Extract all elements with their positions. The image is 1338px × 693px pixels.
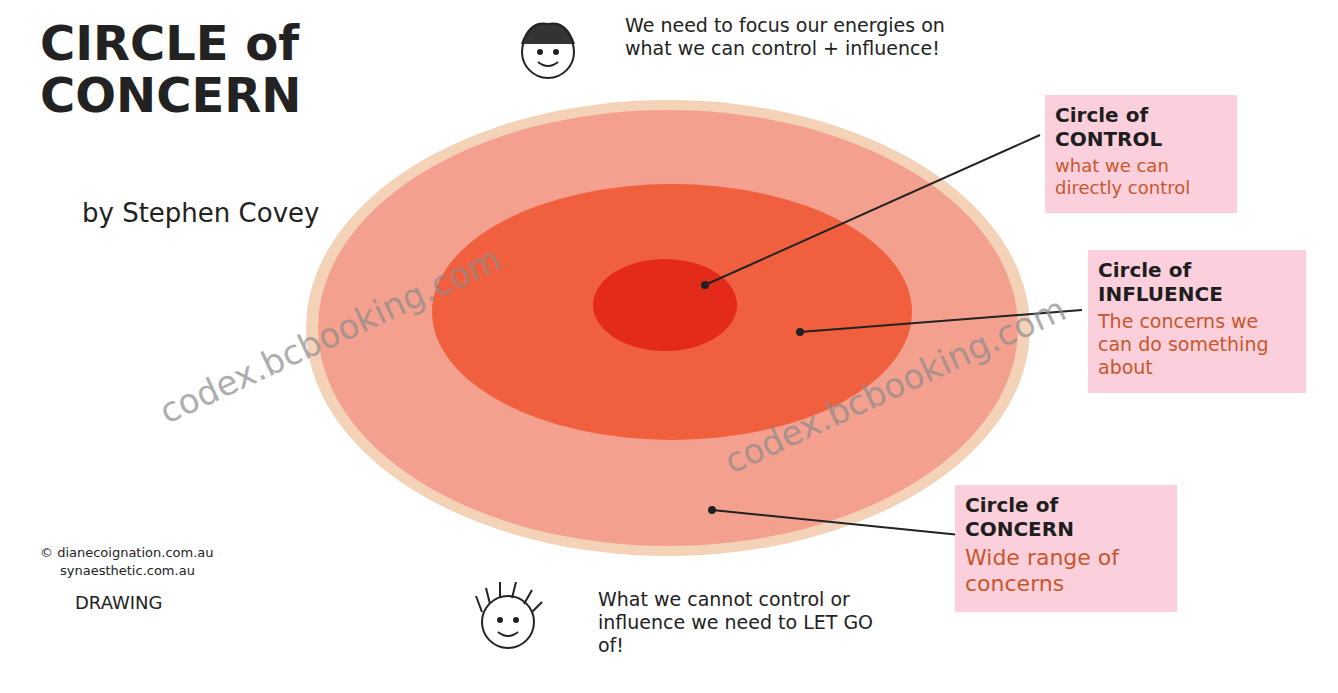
- top-face: [522, 23, 574, 78]
- callout-heading: Circle of CONTROL: [1055, 103, 1227, 151]
- control-circle: [593, 259, 737, 351]
- callout-box: Circle of INFLUENCEThe concerns we can d…: [1088, 250, 1306, 393]
- concern-circle: [318, 110, 1018, 546]
- callout-heading: Circle of INFLUENCE: [1098, 258, 1296, 306]
- callout-box: Circle of CONTROLwhat we can directly co…: [1045, 95, 1237, 213]
- copyright-note: © dianecoignation.com.au: [40, 545, 214, 561]
- callout-box: Circle of CONCERNWide range of concerns: [955, 485, 1177, 612]
- copyright-note: synaesthetic.com.au: [60, 563, 195, 579]
- outer-rim: [306, 100, 1030, 556]
- callout-description: The concerns we can do something about: [1098, 310, 1296, 378]
- speech-note: What we cannot control or influence we n…: [598, 588, 898, 656]
- leader-lines: [702, 135, 1082, 540]
- bottom-face: [476, 582, 542, 648]
- speech-note: We need to focus our energies on what we…: [625, 14, 945, 60]
- callout-description: Wide range of concerns: [965, 545, 1167, 598]
- credit-note: DRAWING: [75, 592, 163, 614]
- callout-heading: Circle of CONCERN: [965, 493, 1167, 541]
- callout-description: what we can directly control: [1055, 155, 1227, 198]
- author-credit: by Stephen Covey: [82, 198, 319, 229]
- diagram-title: CIRCLE of CONCERN: [40, 18, 301, 122]
